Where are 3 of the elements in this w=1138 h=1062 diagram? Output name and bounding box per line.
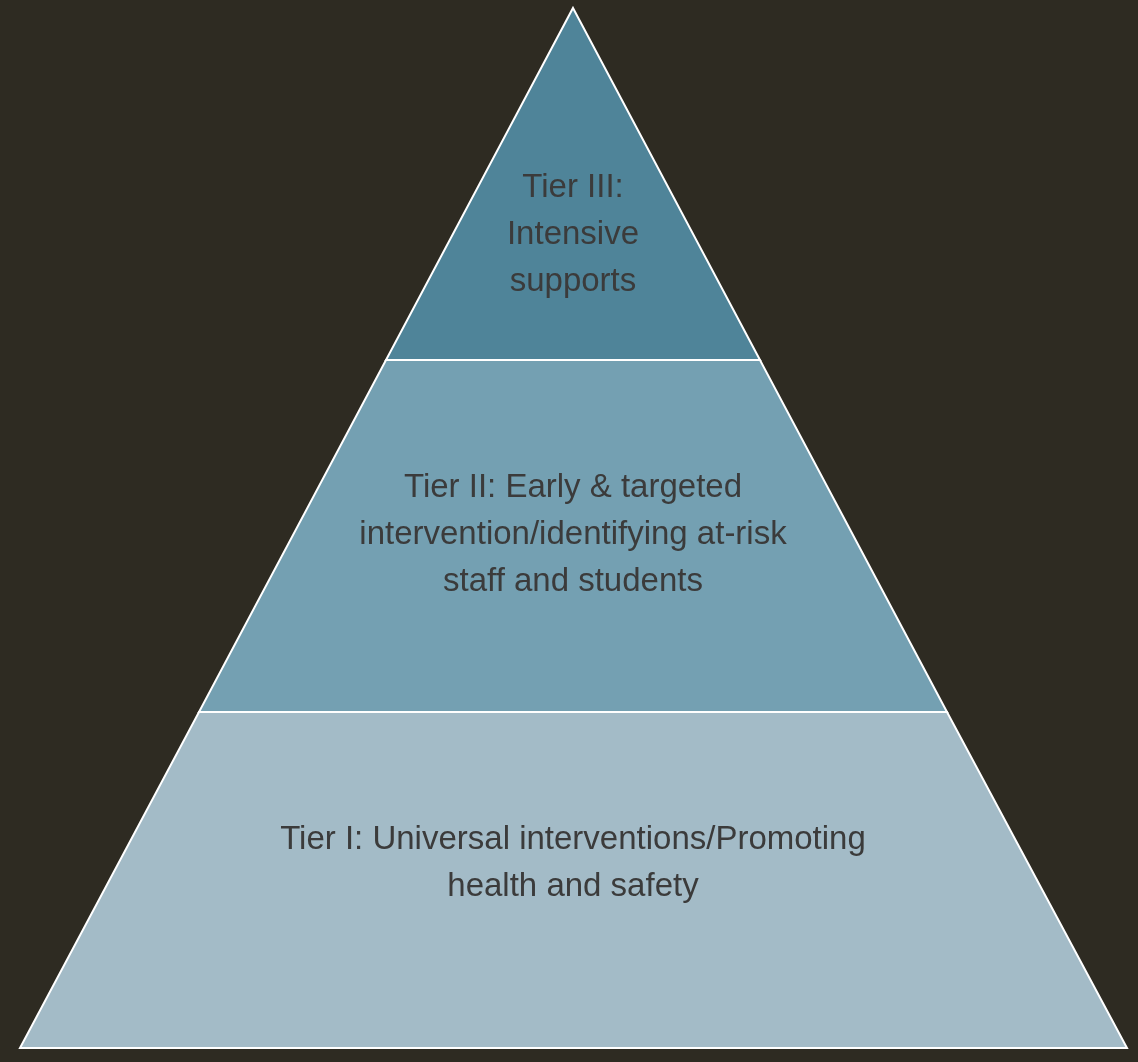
tier-label: Tier II: Early & targeted intervention/identifying at-risk staff and students [358, 466, 788, 600]
tier-label: Tier I: Universal interventions/Promoting health and safety [279, 818, 867, 905]
tier-label: Tier III: Intensive supports [505, 166, 641, 300]
